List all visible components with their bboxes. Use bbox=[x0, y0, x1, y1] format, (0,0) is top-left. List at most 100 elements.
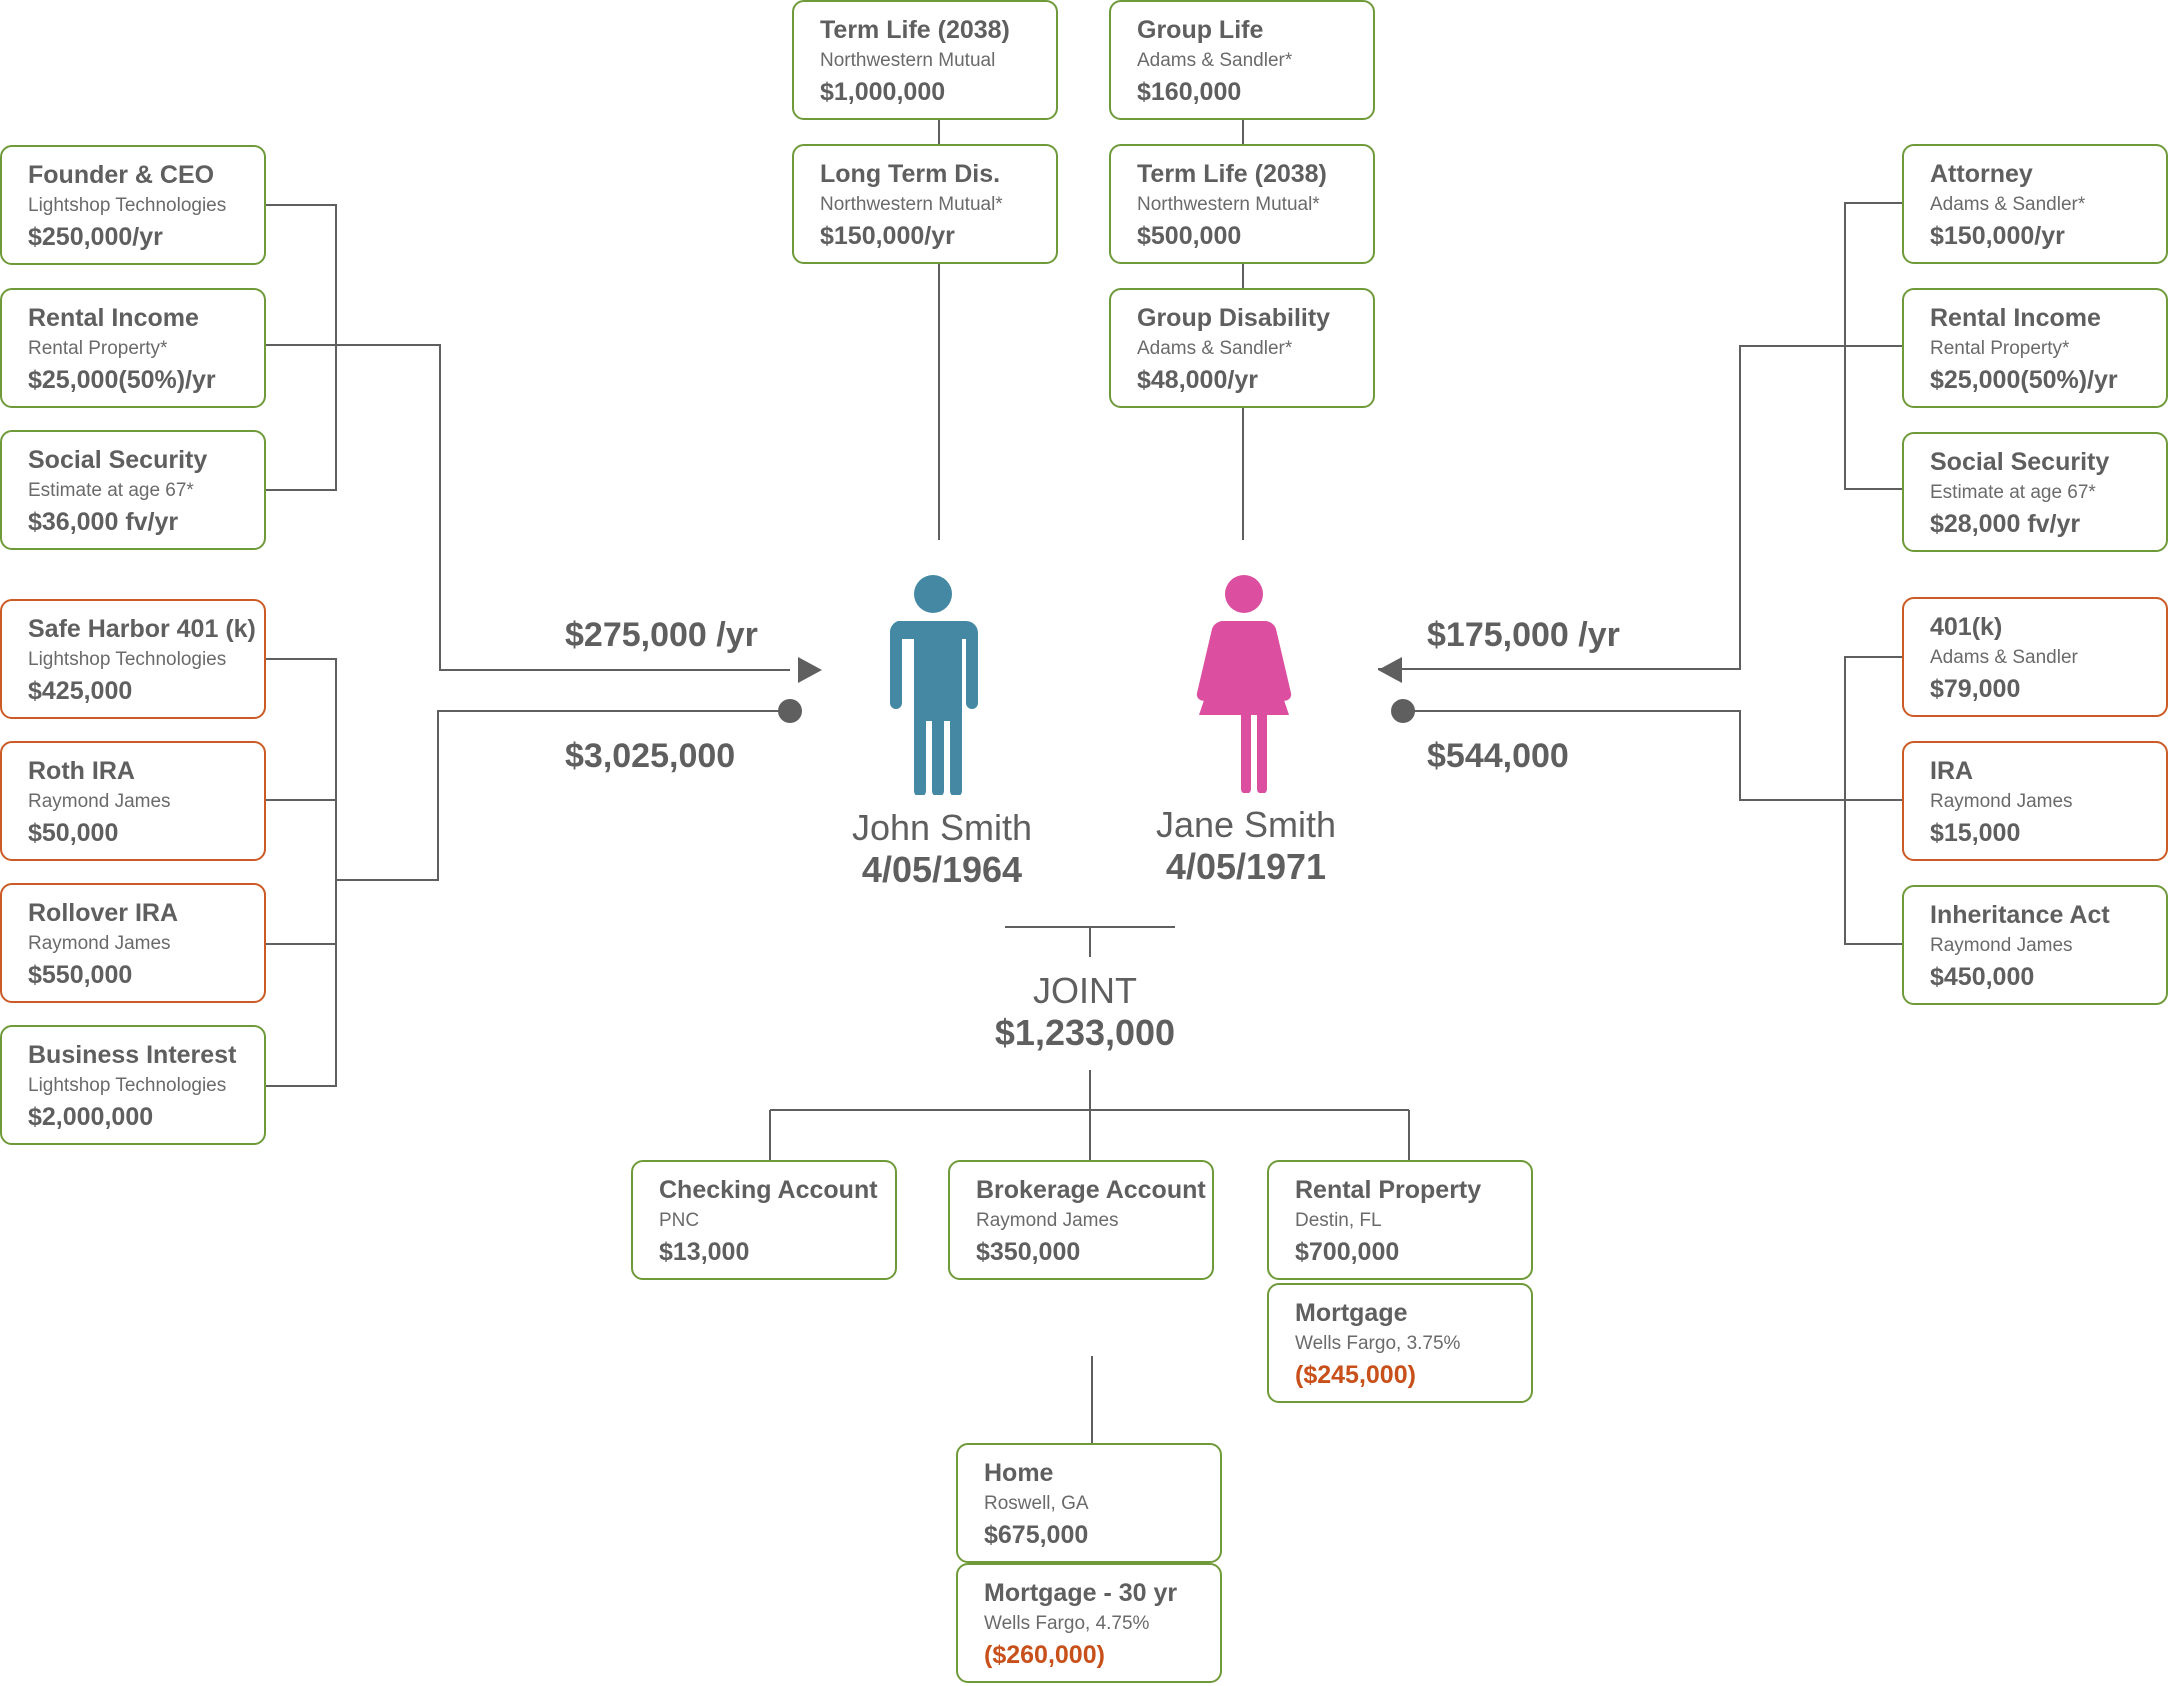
john-name: John Smith bbox=[851, 807, 1033, 848]
card-subtitle: Northwestern Mutual* bbox=[820, 194, 1003, 215]
card-subtitle: Destin, FL bbox=[1295, 1210, 1382, 1231]
card-title: Social Security bbox=[1930, 448, 2110, 476]
card-subtitle: Roswell, GA bbox=[984, 1493, 1089, 1514]
card-title: Social Security bbox=[28, 446, 208, 474]
card-title: Mortgage bbox=[1295, 1299, 1408, 1327]
jane-name: Jane Smith bbox=[1155, 804, 1337, 845]
rental-mortgage-card[interactable]: Mortgage Wells Fargo, 3.75% ($245,000) bbox=[1267, 1283, 1533, 1403]
arrow-left-icon bbox=[1378, 657, 1402, 683]
card-value: $25,000(50%)/yr bbox=[1930, 366, 2118, 394]
jane-income-card[interactable]: Attorney Adams & Sandler* $150,000/yr bbox=[1902, 144, 2168, 264]
john-asset-card[interactable]: Rollover IRA Raymond James $550,000 bbox=[0, 883, 266, 1003]
card-value: $36,000 fv/yr bbox=[28, 508, 179, 536]
card-title: Rental Income bbox=[28, 304, 199, 332]
card-title: Group Disability bbox=[1137, 304, 1331, 332]
card-value: $28,000 fv/yr bbox=[1930, 510, 2081, 538]
john-dob: 4/05/1964 bbox=[861, 849, 1023, 890]
jane-asset-card[interactable]: 401(k) Adams & Sandler $79,000 bbox=[1902, 597, 2168, 717]
card-subtitle: Northwestern Mutual bbox=[820, 50, 996, 71]
john-income-total: $275,000 /yr bbox=[565, 616, 758, 654]
card-value: $2,000,000 bbox=[28, 1103, 154, 1131]
card-subtitle: Raymond James bbox=[28, 933, 171, 954]
card-value: $425,000 bbox=[28, 677, 133, 705]
card-value: $150,000/yr bbox=[1930, 222, 2065, 250]
john-asset-card[interactable]: Business Interest Lightshop Technologies… bbox=[0, 1025, 266, 1145]
card-value: $350,000 bbox=[976, 1238, 1081, 1266]
card-title: Brokerage Account bbox=[976, 1176, 1206, 1204]
card-title: 401(k) bbox=[1930, 613, 2003, 641]
card-value: $13,000 bbox=[659, 1238, 750, 1266]
john-label: John Smith 4/05/1964 bbox=[792, 807, 1092, 891]
card-subtitle: Estimate at age 67* bbox=[1930, 482, 2096, 503]
jane-income-card[interactable]: Rental Income Rental Property* $25,000(5… bbox=[1902, 288, 2168, 408]
card-subtitle: Raymond James bbox=[1930, 935, 2073, 956]
card-title: Rental Income bbox=[1930, 304, 2101, 332]
card-value: $15,000 bbox=[1930, 819, 2021, 847]
jane-insurance-card[interactable]: Term Life (2038) Northwestern Mutual* $5… bbox=[1109, 144, 1375, 264]
card-subtitle: PNC bbox=[659, 1210, 700, 1231]
jane-insurance-card[interactable]: Group Disability Adams & Sandler* $48,00… bbox=[1109, 288, 1375, 408]
joint-account-card[interactable]: Brokerage Account Raymond James $350,000 bbox=[948, 1160, 1214, 1280]
card-subtitle: Adams & Sandler* bbox=[1930, 194, 2086, 215]
card-title: Rental Property bbox=[1295, 1176, 1482, 1204]
john-income-card[interactable]: Founder & CEO Lightshop Technologies $25… bbox=[0, 145, 266, 265]
jane-asset-card[interactable]: Inheritance Act Raymond James $450,000 bbox=[1902, 885, 2168, 1005]
card-value: $25,000(50%)/yr bbox=[28, 366, 216, 394]
card-value: ($260,000) bbox=[984, 1641, 1105, 1669]
card-subtitle: Northwestern Mutual* bbox=[1137, 194, 1320, 215]
john-asset-total: $3,025,000 bbox=[565, 737, 736, 775]
home-mortgage-card[interactable]: Mortgage - 30 yr Wells Fargo, 4.75% ($26… bbox=[956, 1563, 1222, 1683]
card-value: $675,000 bbox=[984, 1521, 1089, 1549]
card-title: Checking Account bbox=[659, 1176, 878, 1204]
card-title: Attorney bbox=[1930, 160, 2033, 188]
card-title: Rollover IRA bbox=[28, 899, 179, 927]
john-asset-card[interactable]: Safe Harbor 401 (k) Lightshop Technologi… bbox=[0, 599, 266, 719]
card-subtitle: Raymond James bbox=[28, 791, 171, 812]
card-subtitle: Rental Property* bbox=[1930, 338, 2070, 359]
joint-title: JOINT bbox=[1033, 970, 1137, 1011]
card-title: Roth IRA bbox=[28, 757, 135, 785]
jane-asset-card[interactable]: IRA Raymond James $15,000 bbox=[1902, 741, 2168, 861]
card-subtitle: Lightshop Technologies bbox=[28, 1075, 227, 1096]
arrow-right-icon bbox=[798, 657, 822, 683]
card-subtitle: Lightshop Technologies bbox=[28, 649, 227, 670]
card-title: Inheritance Act bbox=[1930, 901, 2110, 929]
joint-account-card[interactable]: Checking Account PNC $13,000 bbox=[631, 1160, 897, 1280]
john-asset-card[interactable]: Roth IRA Raymond James $50,000 bbox=[0, 741, 266, 861]
card-title: IRA bbox=[1930, 757, 1974, 785]
john-insurance-card[interactable]: Term Life (2038) Northwestern Mutual $1,… bbox=[792, 0, 1058, 120]
card-subtitle: Adams & Sandler bbox=[1930, 647, 2078, 668]
jane-dob: 4/05/1971 bbox=[1165, 846, 1327, 887]
card-value: $150,000/yr bbox=[820, 222, 955, 250]
card-value: $250,000/yr bbox=[28, 223, 163, 251]
john-income-card[interactable]: Rental Income Rental Property* $25,000(5… bbox=[0, 288, 266, 408]
card-title: Business Interest bbox=[28, 1041, 237, 1069]
card-subtitle: Wells Fargo, 4.75% bbox=[984, 1613, 1150, 1634]
jane-asset-total: $544,000 bbox=[1427, 737, 1569, 775]
card-title: Long Term Dis. bbox=[820, 160, 1001, 188]
card-title: Home bbox=[984, 1459, 1054, 1487]
jane-income-total: $175,000 /yr bbox=[1427, 616, 1620, 654]
card-title: Safe Harbor 401 (k) bbox=[28, 615, 256, 643]
jane-insurance-card[interactable]: Group Life Adams & Sandler* $160,000 bbox=[1109, 0, 1375, 120]
card-value: $500,000 bbox=[1137, 222, 1242, 250]
card-title: Term Life (2038) bbox=[820, 16, 1010, 44]
card-title: Term Life (2038) bbox=[1137, 160, 1327, 188]
card-value: $48,000/yr bbox=[1137, 366, 1258, 394]
home-card[interactable]: Home Roswell, GA $675,000 bbox=[956, 1443, 1222, 1563]
card-subtitle: Wells Fargo, 3.75% bbox=[1295, 1333, 1461, 1354]
joint-label: JOINT $1,233,000 bbox=[935, 970, 1235, 1054]
joint-account-card[interactable]: Rental Property Destin, FL $700,000 bbox=[1267, 1160, 1533, 1280]
john-income-card[interactable]: Social Security Estimate at age 67* $36,… bbox=[0, 430, 266, 550]
john-insurance-card[interactable]: Long Term Dis. Northwestern Mutual* $150… bbox=[792, 144, 1058, 264]
jane-income-card[interactable]: Social Security Estimate at age 67* $28,… bbox=[1902, 432, 2168, 552]
male-person-icon bbox=[889, 575, 978, 795]
card-subtitle: Rental Property* bbox=[28, 338, 168, 359]
card-value: $1,000,000 bbox=[820, 78, 946, 106]
card-value: $50,000 bbox=[28, 819, 119, 847]
card-value: ($245,000) bbox=[1295, 1361, 1416, 1389]
card-subtitle: Lightshop Technologies bbox=[28, 195, 227, 216]
female-person-icon bbox=[1196, 575, 1292, 793]
